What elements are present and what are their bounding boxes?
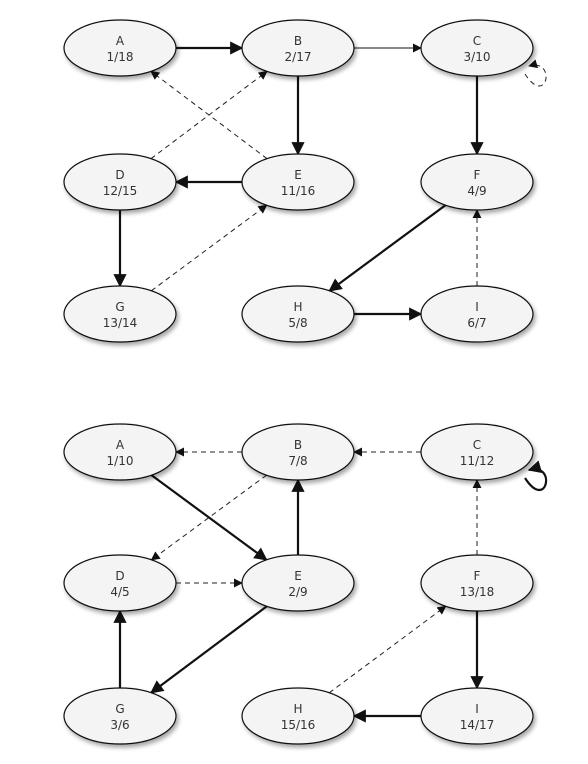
- node-G-ellipse: [63, 687, 177, 745]
- node-label: I: [475, 300, 479, 314]
- node-time: 11/16: [281, 184, 316, 198]
- node-label: H: [293, 702, 302, 716]
- node-I: I 14/17: [420, 687, 534, 745]
- node-time: 6/7: [467, 316, 486, 330]
- node-time: 1/18: [107, 50, 134, 64]
- node-B: B 7/8: [241, 423, 355, 481]
- node-H: H 15/16: [241, 687, 355, 745]
- edge-F-H: [328, 204, 447, 292]
- node-time: 13/18: [460, 585, 495, 599]
- node-label: A: [116, 438, 125, 452]
- node-label: B: [294, 34, 302, 48]
- node-C: C 11/12: [420, 423, 534, 481]
- node-time: 3/10: [464, 50, 491, 64]
- node-time: 2/9: [288, 585, 307, 599]
- node-H-ellipse: [241, 687, 355, 745]
- node-H-ellipse: [241, 285, 355, 343]
- node-label: F: [474, 168, 481, 182]
- node-A: A 1/18: [63, 19, 177, 77]
- node-time: 1/10: [107, 454, 134, 468]
- node-I-ellipse: [420, 285, 534, 343]
- node-time: 11/12: [460, 454, 495, 468]
- node-label: H: [293, 300, 302, 314]
- node-E-ellipse: [241, 153, 355, 211]
- node-label: B: [294, 438, 302, 452]
- edge-A-E: [150, 474, 268, 561]
- edge-H-F: [328, 605, 447, 694]
- node-F-ellipse: [420, 153, 534, 211]
- node-A: A 1/10: [63, 423, 177, 481]
- node-label: G: [115, 702, 124, 716]
- node-time: 12/15: [103, 184, 138, 198]
- node-I-ellipse: [420, 687, 534, 745]
- node-D-ellipse: [63, 554, 177, 612]
- node-time: 13/14: [103, 316, 138, 330]
- node-H: H 5/8: [241, 285, 355, 343]
- node-label: E: [294, 168, 302, 182]
- node-F-ellipse: [420, 554, 534, 612]
- node-D: D 12/15: [63, 153, 177, 211]
- node-label: C: [473, 438, 481, 452]
- node-label: E: [294, 569, 302, 583]
- graph-bottom: A 1/10 B 7/8 C 11/12D 4/5 E 2/9 F 13/18G 3/6 H 15/16 I…: [63, 423, 548, 745]
- edge-C-C: [524, 460, 548, 492]
- node-G-ellipse: [63, 285, 177, 343]
- node-time: 2/17: [285, 50, 312, 64]
- node-label: D: [115, 168, 124, 182]
- node-label: G: [115, 300, 124, 314]
- node-C-ellipse: [420, 423, 534, 481]
- node-F: F 4/9: [420, 153, 534, 211]
- node-G: G 13/14: [63, 285, 177, 343]
- node-time: 14/17: [460, 718, 495, 732]
- node-label: I: [475, 702, 479, 716]
- node-time: 7/8: [288, 454, 307, 468]
- edge-E-G: [150, 605, 268, 694]
- edge-B-D: [150, 474, 267, 561]
- node-D-ellipse: [63, 153, 177, 211]
- edge-G-E: [151, 204, 268, 292]
- node-B-ellipse: [241, 19, 355, 77]
- node-E: E 11/16: [241, 153, 355, 211]
- node-C: C 3/10: [420, 19, 534, 77]
- node-G: G 3/6: [63, 687, 177, 745]
- node-label: F: [474, 569, 481, 583]
- node-A-ellipse: [63, 19, 177, 77]
- node-time: 15/16: [281, 718, 316, 732]
- node-label: C: [473, 34, 481, 48]
- node-D: D 4/5: [63, 554, 177, 612]
- node-time: 5/8: [288, 316, 307, 330]
- node-C-ellipse: [420, 19, 534, 77]
- edge-D-B: [150, 70, 268, 160]
- node-B-ellipse: [241, 423, 355, 481]
- node-E-ellipse: [241, 554, 355, 612]
- node-I: I 6/7: [420, 285, 534, 343]
- node-time: 4/5: [110, 585, 129, 599]
- graph-top: A 1/18 B 2/17 C 3/10D 12/15 E 11/16 F 4/9G 13/14 H 5/…: [63, 19, 547, 343]
- node-F: F 13/18: [420, 554, 534, 612]
- node-B: B 2/17: [241, 19, 355, 77]
- node-E: E 2/9: [241, 554, 355, 612]
- edge-C-C: [524, 59, 547, 87]
- node-time: 4/9: [467, 184, 486, 198]
- node-A-ellipse: [63, 423, 177, 481]
- node-time: 3/6: [110, 718, 129, 732]
- node-label: D: [115, 569, 124, 583]
- node-label: A: [116, 34, 125, 48]
